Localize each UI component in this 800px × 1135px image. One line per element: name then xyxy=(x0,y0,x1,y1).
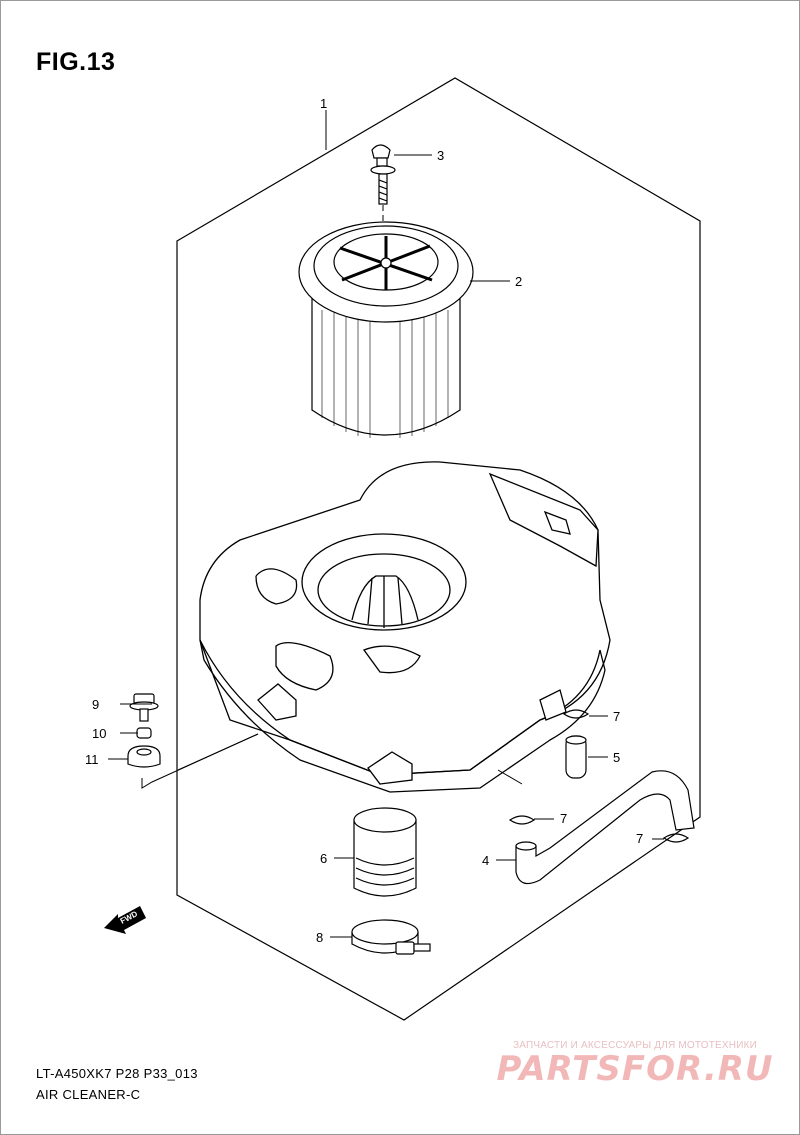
clamp-band-part xyxy=(351,919,431,955)
callout-6: 6 xyxy=(320,851,327,866)
model-code: LT-A450XK7 P28 P33_013 xyxy=(36,1066,198,1081)
assembly-outline xyxy=(176,77,701,1021)
clamp-part xyxy=(508,709,690,843)
cushion-part xyxy=(127,745,161,768)
callout-3: 3 xyxy=(437,148,444,163)
outlet-tube-part xyxy=(353,807,417,897)
watermark-subtitle: ЗАПЧАСТИ И АКСЕССУАРЫ ДЛЯ МОТОТЕХНИКИ xyxy=(512,1040,758,1051)
screw-part xyxy=(370,144,396,205)
watermark: ЗАПЧАСТИ И АКСЕССУАРЫ ДЛЯ МОТОТЕХНИКИ PA… xyxy=(485,1040,785,1089)
spacer-part xyxy=(136,727,152,739)
bolt-part xyxy=(129,693,159,722)
fwd-arrow-icon: FWD xyxy=(104,906,146,934)
callout-7c: 7 xyxy=(636,831,643,846)
callout-9: 9 xyxy=(92,697,99,712)
filter-element-part xyxy=(298,221,474,438)
drain-plug-part xyxy=(565,735,587,779)
callout-7a: 7 xyxy=(613,709,620,724)
figure-title: FIG.13 xyxy=(36,48,116,76)
callout-7b: 7 xyxy=(560,811,567,826)
callout-8: 8 xyxy=(316,930,323,945)
callout-2: 2 xyxy=(515,274,522,289)
callout-5: 5 xyxy=(613,750,620,765)
leader-lines xyxy=(108,110,664,938)
callout-4: 4 xyxy=(482,853,489,868)
section-name: AIR CLEANER-C xyxy=(36,1087,141,1102)
callout-1: 1 xyxy=(320,96,327,111)
air-cleaner-case xyxy=(199,461,611,793)
callout-11: 11 xyxy=(85,752,99,767)
hose-part xyxy=(515,770,695,885)
watermark-brand: PARTSFOR.RU xyxy=(496,1049,774,1089)
callout-10: 10 xyxy=(92,726,106,741)
